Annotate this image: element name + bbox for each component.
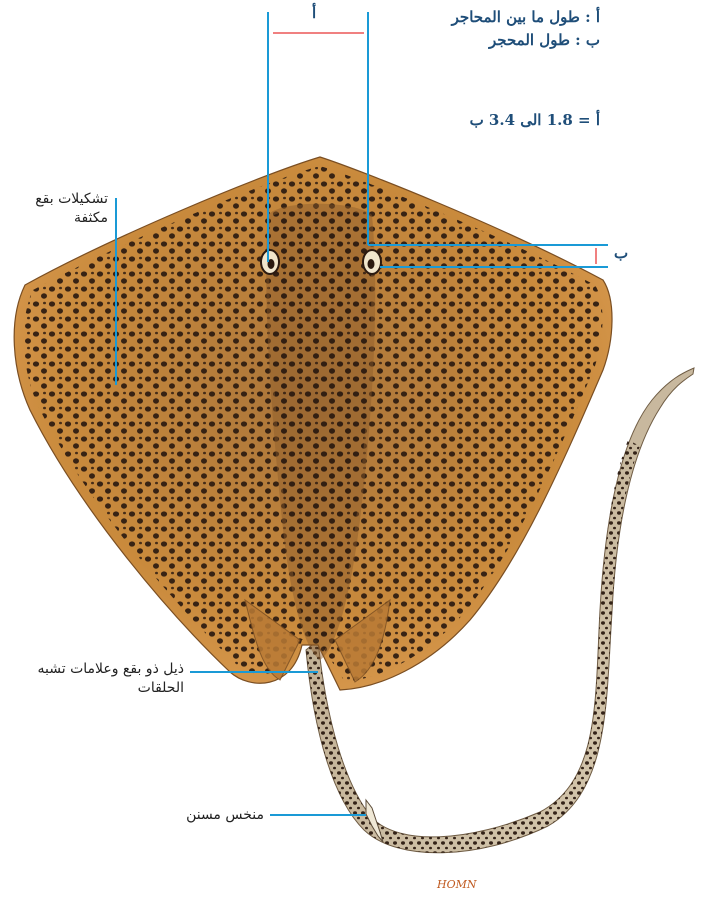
legend-line-a: أ : طول ما بين المحاجر (340, 8, 600, 26)
legend-ratio: أ = 1.8 الى 3.4 ب (340, 111, 600, 129)
measure-a-label: أ (312, 4, 316, 22)
legend-line-b: ب : طول المحجر (340, 31, 600, 49)
spots-callout-label: تشكيلات بقع مكثفة (8, 190, 108, 228)
tail-callout-label: ذيل ذو بقع وعلامات تشبه الحلقات (34, 660, 184, 698)
eye-right-pupil (368, 259, 375, 269)
artist-signature: HOMN (437, 878, 477, 891)
spine-callout-label: منخس مسنن (134, 806, 264, 825)
measure-b-label: ب (614, 244, 628, 262)
